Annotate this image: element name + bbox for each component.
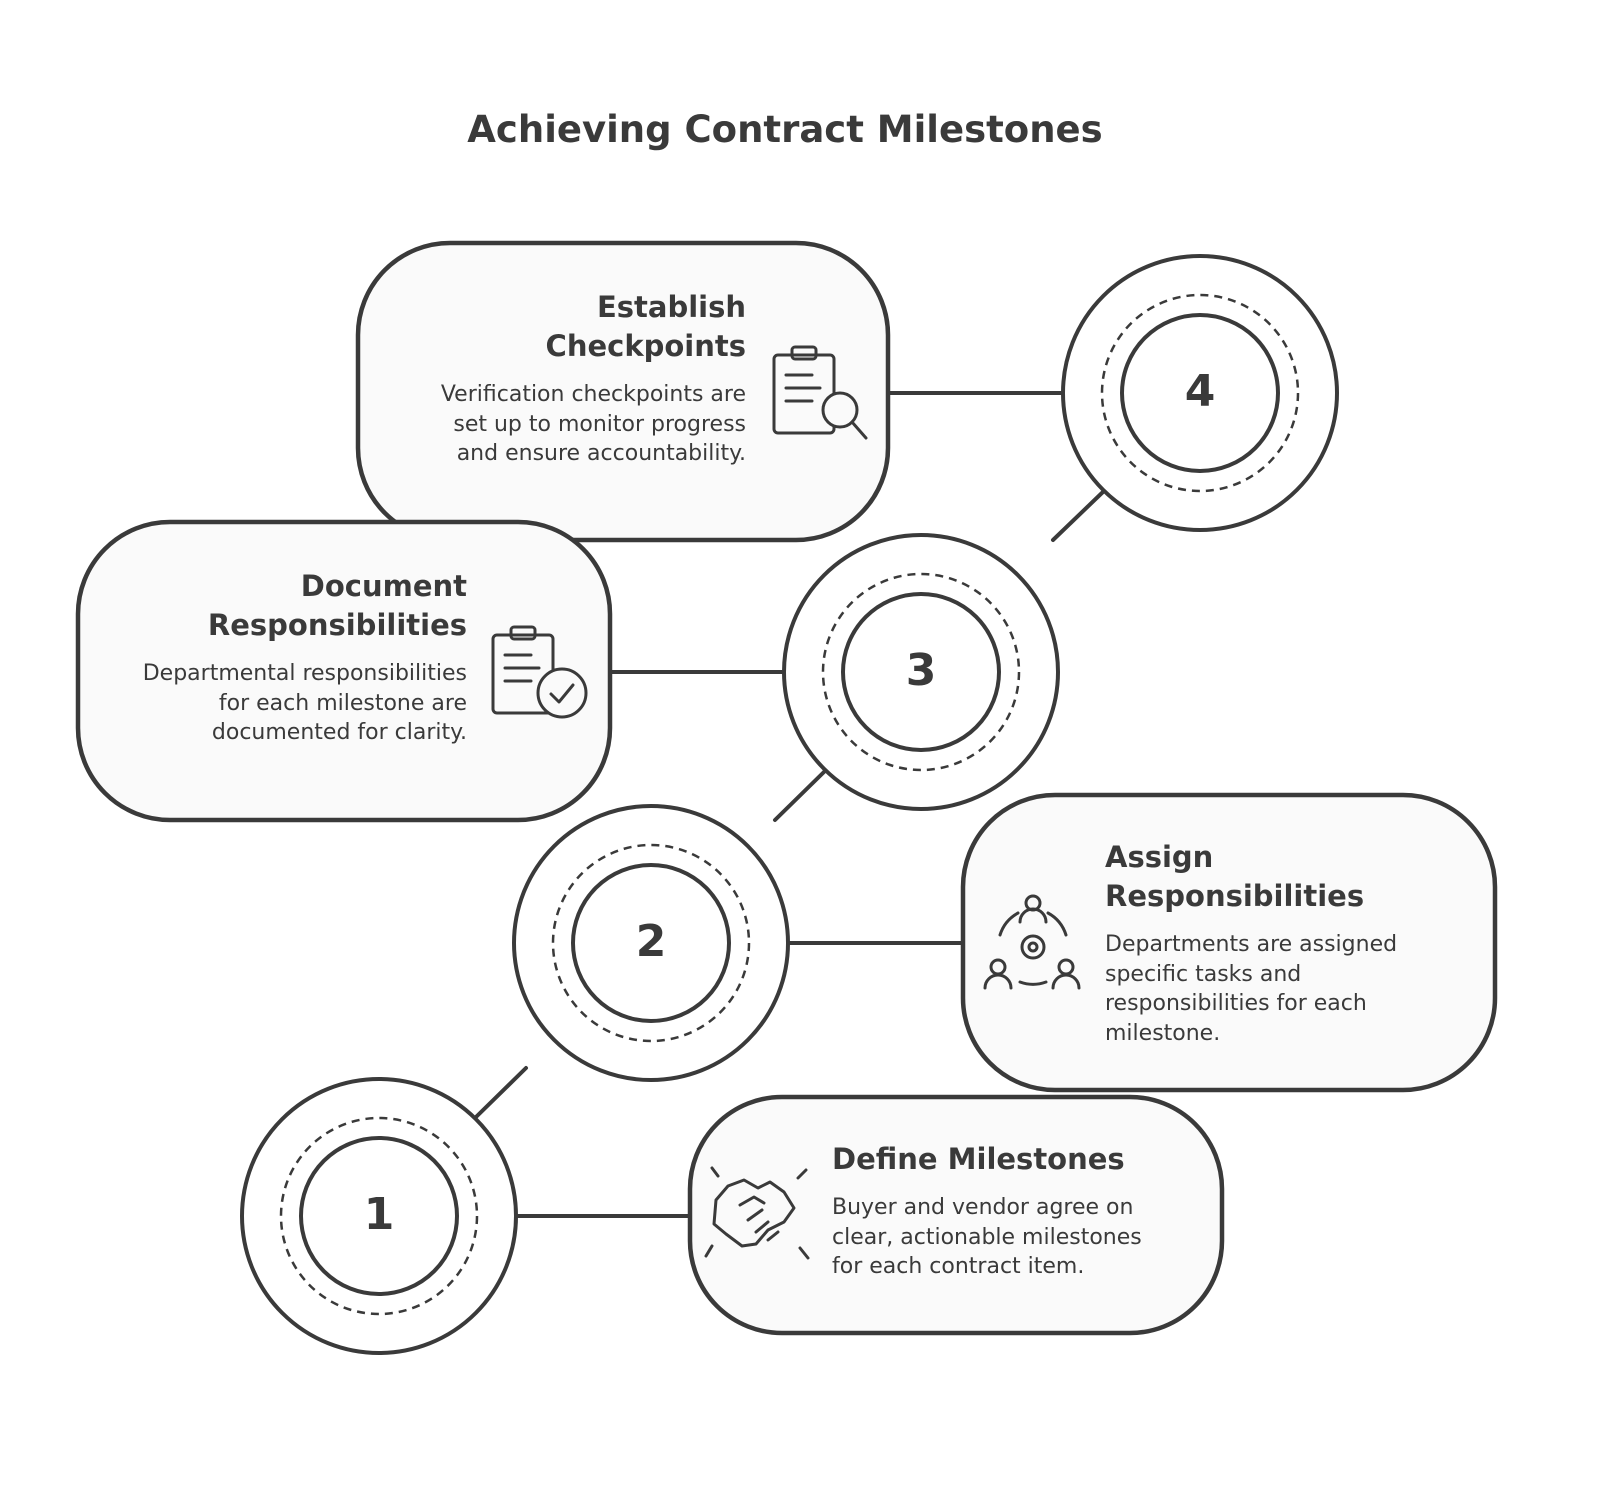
step-2-content: Assign Responsibilities Departments are …	[1105, 838, 1435, 1048]
diagram-title: Achieving Contract Milestones	[467, 108, 1103, 151]
step-2-description: Departments are assigned specific tasks …	[1105, 932, 1398, 1046]
step-3-heading: Document Responsibilities	[207, 569, 467, 642]
step-link-2-3	[773, 768, 828, 822]
clipboard-check-icon	[491, 625, 588, 719]
step-3-number: 3	[905, 645, 937, 696]
step-1-content: Define Milestones Buyer and vendor agree…	[832, 1140, 1177, 1282]
step-1-heading: Define Milestones	[832, 1142, 1125, 1176]
clipboard-search-icon	[772, 345, 868, 440]
step-link-1-2	[474, 1066, 528, 1119]
card-define-milestones	[687, 1094, 1225, 1336]
step-circle-3	[782, 533, 1060, 811]
step-4-description: Verification checkpoints are set up to m…	[440, 382, 746, 466]
step-3-content: Document Responsibilities Departmental r…	[140, 567, 467, 748]
step-2-heading: Assign Responsibilities	[1105, 840, 1365, 913]
handshake-icon	[704, 1166, 810, 1260]
team-gear-icon	[983, 894, 1081, 990]
step-link-3-4	[1051, 488, 1107, 542]
card-assign-responsibilities	[960, 792, 1498, 1093]
step-4-heading: Establish Checkpoints	[545, 290, 746, 363]
step-1-number: 1	[363, 1189, 395, 1240]
step-1-description: Buyer and vendor agree on clear, actiona…	[832, 1195, 1142, 1279]
step-4-number: 4	[1184, 366, 1216, 417]
step-4-content: Establish Checkpoints Verification check…	[420, 288, 746, 469]
step-circle-1	[240, 1077, 518, 1355]
step-3-description: Departmental responsibilities for each m…	[142, 661, 467, 745]
step-circle-4	[1061, 254, 1339, 532]
step-2-number: 2	[635, 916, 667, 967]
card-document-responsibilities	[75, 519, 613, 823]
step-circle-2	[512, 804, 790, 1082]
card-establish-checkpoints	[355, 240, 891, 543]
